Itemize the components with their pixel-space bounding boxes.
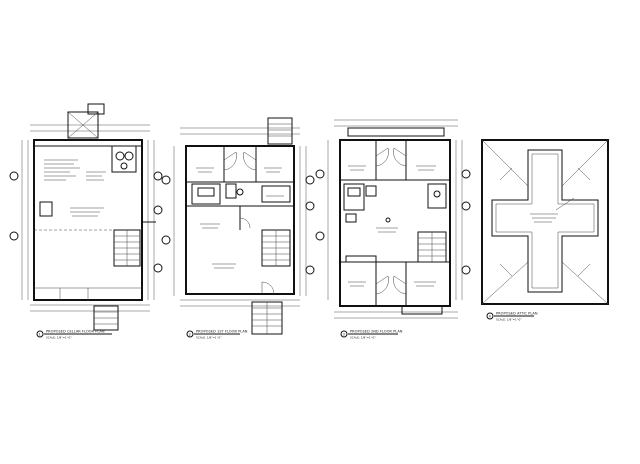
second-plan-scale: SCALE: 1/8"=1'-0" [350,336,376,340]
attic-plan-number: 4 [489,315,492,319]
cellar-plan-scale: SCALE: 1/8"=1'-0" [46,336,72,340]
first-plan-title: PROPOSED 1ST FLOOR PLAN [196,330,248,334]
first-plan-number: 2 [189,333,191,337]
cellar-floor-plan: 1 PROPOSED CELLAR FLOOR PLAN SCALE: 1/8"… [9,103,163,340]
second-plan-title: PROPOSED 2ND FLOOR PLAN [350,330,403,334]
first-plan-scale: SCALE: 1/8"=1'-0" [196,336,222,340]
second-floor-plan: 3 PROPOSED 2ND FLOOR PLAN SCALE: 1/8"=1'… [315,119,471,340]
second-plan-number: 3 [343,333,345,337]
cellar-plan-number: 1 [39,333,41,337]
attic-plan-scale: SCALE: 1/8"=1'-0" [496,318,522,322]
attic-plan-title: PROPOSED ATTIC PLAN [496,312,538,316]
first-floor-plan: 2 PROPOSED 1ST FLOOR PLAN SCALE: 1/8"=1'… [161,117,315,340]
cellar-plan-title: PROPOSED CELLAR FLOOR PLAN [46,330,105,334]
attic-plan: 4 PROPOSED ATTIC PLAN SCALE: 1/8"=1'-0" [481,139,609,322]
